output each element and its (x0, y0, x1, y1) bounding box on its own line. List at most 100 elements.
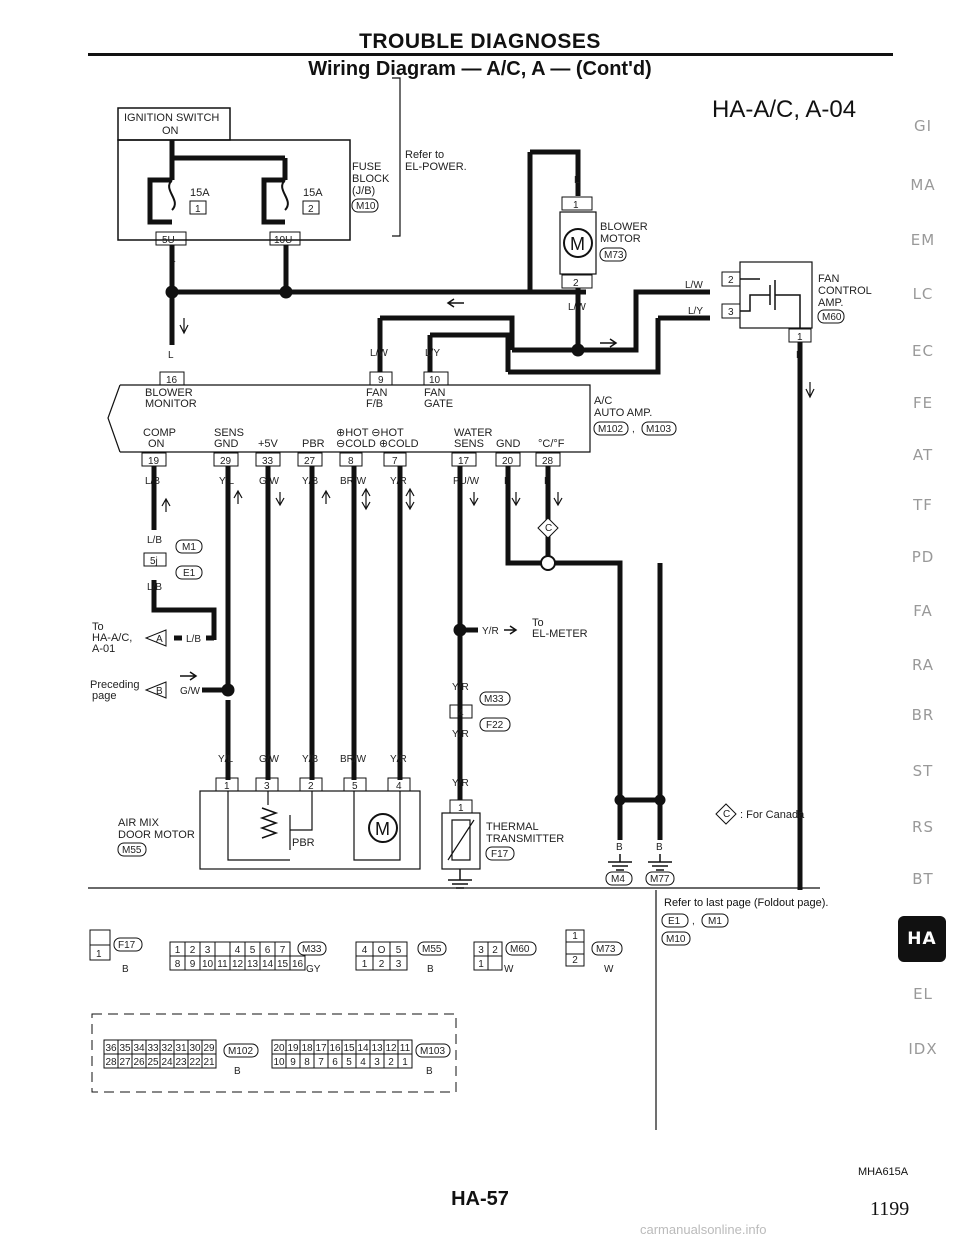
section-tab-fa[interactable]: FA (913, 602, 933, 620)
wire-gw-2: G/W (180, 686, 201, 697)
sens-2: GND (214, 438, 239, 450)
wire-gw-3: G/W (259, 754, 280, 765)
pin-8: 8 (348, 456, 354, 467)
airmix-motor-icon: M (375, 819, 390, 839)
connector-pin-label: 25 (147, 1057, 159, 1068)
connector-pin-label: 15 (343, 1043, 355, 1054)
legend-m73-color: W (604, 964, 614, 975)
section-tab-ra[interactable]: RA (911, 656, 935, 674)
connector-pin-label: 1 (572, 931, 578, 942)
connector-legend: 1 F17 B (89, 929, 143, 975)
connector-pin-label: 14 (262, 959, 274, 970)
section-tab-br[interactable]: BR (911, 706, 935, 724)
fan-gate-1: FAN (424, 387, 445, 399)
blower-monitor-2: MONITOR (145, 398, 197, 410)
connector-pin-label: 7 (280, 945, 286, 956)
motor-m-icon: M (570, 234, 585, 254)
connector-m1: M1 (182, 542, 196, 553)
connector-e1: E1 (183, 568, 196, 579)
fuse-a-rating: 15A (190, 187, 210, 199)
legend-m103: M103 (420, 1046, 445, 1057)
fan-pin-1: 1 (797, 332, 803, 343)
fan-pin-3: 3 (728, 307, 734, 318)
figure-reference: MHA615A (858, 1166, 909, 1178)
connector-pin-label: 14 (357, 1043, 369, 1054)
connector-pin-label: 33 (147, 1043, 159, 1054)
legend-f17: F17 (118, 940, 136, 951)
to-meter-2: EL-METER (532, 628, 588, 640)
fuse-a-number: 1 (195, 204, 201, 215)
connector-pin-label: 28 (105, 1057, 117, 1068)
connector-pin-label: 5 (396, 945, 402, 956)
connector-pin-label: 2 (388, 1057, 394, 1068)
pin-20: 20 (502, 456, 514, 467)
section-tab-fe[interactable]: FE (912, 394, 934, 412)
pin-19: 19 (148, 456, 160, 467)
section-tab-st[interactable]: ST (912, 762, 934, 780)
canada-marker: C (723, 809, 730, 820)
wire-lb-2: L/B (147, 535, 162, 546)
connector-pin-label: 13 (371, 1043, 383, 1054)
pin-5j: 5j (150, 556, 158, 567)
watermark: carmanualsonline.info (640, 1222, 767, 1237)
fan-connector: M60 (822, 312, 842, 323)
connector-pin-label: 12 (232, 959, 244, 970)
marker-c: C (545, 523, 552, 534)
diagram-code: HA-A/C, A-04 (712, 96, 857, 123)
section-tab-lc[interactable]: LC (912, 285, 934, 303)
connector-pin-label: 7 (318, 1057, 324, 1068)
preceding-2: page (92, 690, 116, 702)
page-number-alt: 1199 (870, 1198, 910, 1220)
to-meter-1: To (532, 617, 544, 629)
ground-b-2: B (656, 842, 663, 853)
fan-gate-2: GATE (424, 398, 453, 410)
fuse-b-rating: 15A (303, 187, 323, 199)
fan-label-1: FAN (818, 273, 839, 285)
connector-pin-label: 2 (492, 945, 498, 956)
section-tab-rs[interactable]: RS (912, 818, 934, 836)
fan-label-3: AMP. (818, 297, 843, 309)
connector-pin-cell (397, 1053, 413, 1069)
marker-b: B (156, 686, 163, 697)
ground-b-1: B (616, 842, 623, 853)
fan-fb-2: F/B (366, 398, 383, 410)
pbr-label-2: PBR (292, 837, 315, 849)
legend-m102-color: B (234, 1066, 241, 1077)
connector-pin-label: 22 (189, 1057, 201, 1068)
connector-pin-label: 17 (315, 1043, 327, 1054)
auto-amp-connector-1: M102 (598, 424, 623, 435)
pin-7: 7 (392, 456, 398, 467)
section-tab-bt[interactable]: BT (912, 870, 934, 888)
am-pin-5: 5 (352, 781, 358, 792)
section-tab-ec[interactable]: EC (912, 342, 934, 360)
plus5v: +5V (258, 438, 279, 450)
section-tab-pd[interactable]: PD (911, 548, 935, 566)
fuse-b-number: 2 (308, 204, 314, 215)
section-tab-at[interactable]: AT (912, 446, 934, 464)
fuse-block-label-1: FUSE (352, 161, 381, 173)
connector-pin-label: 24 (161, 1057, 173, 1068)
connector-pin-label: 10 (273, 1057, 285, 1068)
ground-m77: M77 (650, 874, 670, 885)
section-tab-idx[interactable]: IDX (908, 1040, 938, 1058)
section-tab-tf[interactable]: TF (913, 496, 933, 514)
section-tab-ha[interactable]: HA (898, 916, 946, 962)
section-tab-ma[interactable]: MA (910, 176, 936, 194)
am-pin-4: 4 (396, 781, 402, 792)
section-tab-gi[interactable]: GI (913, 117, 933, 135)
section-tab-el[interactable]: EL (913, 985, 933, 1003)
wire-yr-3: Y/R (452, 682, 469, 693)
water-1: WATER (454, 427, 493, 439)
air-mix-1: AIR MIX (118, 817, 160, 829)
fan-wire-lw: L/W (685, 280, 703, 291)
connector-pin-label: 19 (287, 1043, 299, 1054)
thermal-2: TRANSMITTER (486, 833, 564, 845)
section-tab-em[interactable]: EM (910, 231, 936, 249)
connector-pin-label: 31 (175, 1043, 187, 1054)
pbr-label: PBR (302, 438, 325, 450)
